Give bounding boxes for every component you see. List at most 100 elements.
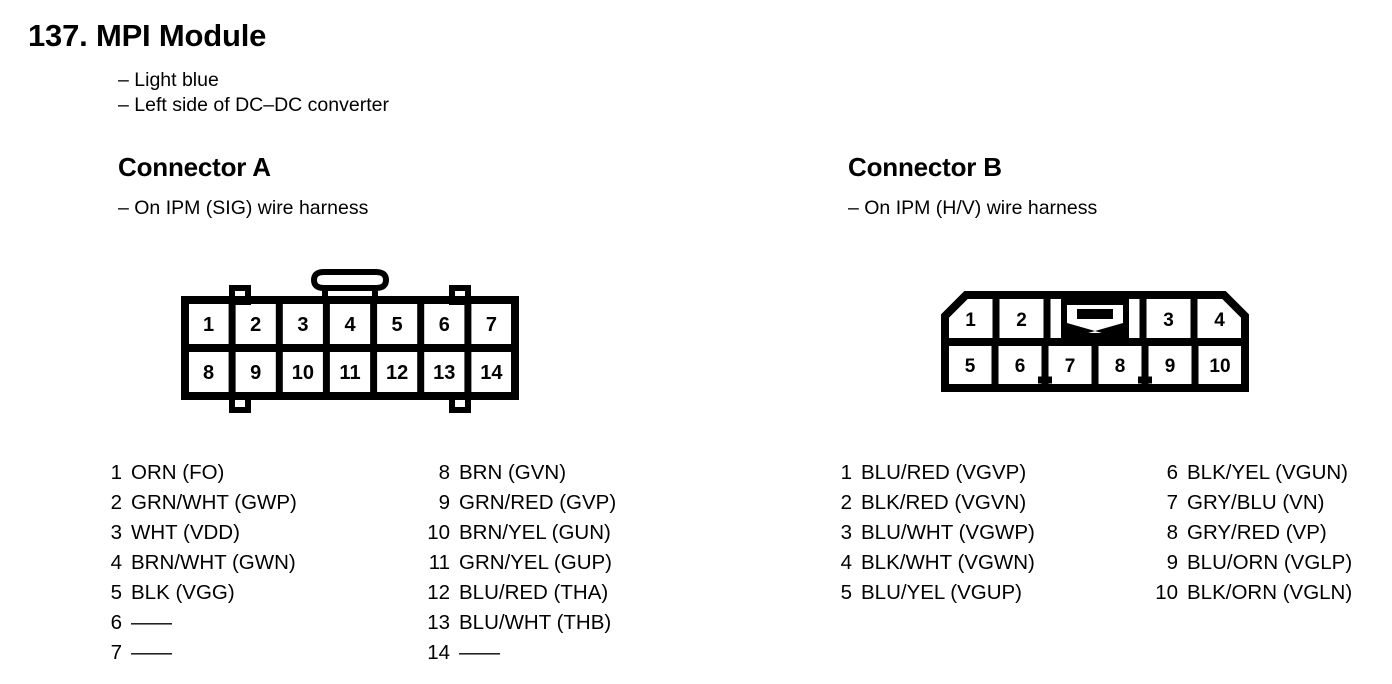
pin-description: BLK (VGG) — [131, 581, 235, 604]
pin-list-item: 12 BLU/RED (THA) — [420, 578, 616, 608]
connector-a-pinlist-left: 1 ORN (FO) 2 GRN/WHT (GWP) 3 WHT (VDD) 4 BRN… — [92, 458, 297, 668]
pin-number: 1 — [840, 461, 852, 484]
page-note-line: – Left side of DC–DC converter — [118, 94, 389, 116]
connector-a-heading-block: Connector A – On IPM (SIG) wire harness — [118, 152, 368, 220]
pin-cell-4: 4 — [344, 314, 356, 336]
connector-b-diagram: 1 2 3 4 5 6 7 8 9 10 — [940, 290, 1250, 398]
pin-description: GRN/YEL (GUP) — [459, 551, 613, 574]
pin-cell-1: 1 — [965, 310, 976, 331]
pin-number: 14 — [427, 641, 450, 664]
pin-cell-4: 4 — [1214, 310, 1225, 331]
pin-cell-7: 7 — [486, 314, 497, 336]
pin-cell-13: 13 — [433, 362, 455, 384]
page-title: 137. MPI Module — [28, 18, 267, 53]
pin-description: BLK/WHT (VGWN) — [861, 551, 1035, 574]
connector-b-heading-block: Connector B – On IPM (H/V) wire harness — [848, 152, 1097, 220]
pin-cell-6: 6 — [439, 314, 450, 336]
pin-list-item: 4 BLK/WHT (VGWN) — [822, 548, 1035, 578]
pin-cell-14: 14 — [480, 362, 503, 384]
pin-number: 9 — [1166, 551, 1178, 574]
pin-list-item: 14—— — [420, 638, 616, 668]
pin-description: BLK/RED (VGVN) — [861, 491, 1027, 514]
pin-description: BLK/YEL (VGUN) — [1187, 461, 1349, 484]
latch-outline — [310, 269, 390, 291]
pin-number: 1 — [110, 461, 122, 484]
pin-cell-10: 10 — [292, 362, 314, 384]
pin-cell-8: 8 — [203, 362, 214, 384]
pin-list-item: 9 GRN/RED (GVP) — [420, 488, 617, 518]
pin-list-item: 5 BLU/YEL (VGUP) — [822, 578, 1035, 608]
pin-description: BRN/WHT (GWN) — [131, 551, 296, 574]
pin-cell-12: 12 — [386, 362, 408, 384]
pin-list-item: 4 BRN/WHT (GWN) — [92, 548, 297, 578]
body-outline — [941, 291, 1249, 392]
pin-cell-10: 10 — [1209, 356, 1230, 377]
page-notes: – Light blue – Left side of DC–DC conver… — [118, 68, 389, 118]
connector-b-title: Connector B — [848, 152, 1002, 182]
pin-number: 10 — [1155, 581, 1178, 604]
pin-cell-3: 3 — [297, 314, 308, 336]
pin-cell-8: 8 — [1115, 356, 1126, 377]
pin-number: 6 — [1166, 461, 1178, 484]
pin-description: BLU/YEL (VGUP) — [861, 581, 1023, 604]
pin-cell-5: 5 — [965, 356, 976, 377]
pin-description: BLU/WHT (VGWP) — [861, 521, 1035, 544]
pin-description: BLU/WHT (THB) — [459, 611, 612, 634]
pin-description: GRN/WHT (GWP) — [131, 491, 297, 514]
pin-list-item: 1 ORN (FO) — [92, 458, 297, 488]
pin-cell-2: 2 — [1016, 310, 1027, 331]
pin-number: 9 — [438, 491, 450, 514]
connector-a-diagram: 1 2 3 4 5 6 7 8 9 10 11 12 13 14 — [180, 262, 540, 414]
pin-list-item: 7 GRY/BLU (VN) — [1148, 488, 1352, 518]
bottom-left-tab — [229, 393, 251, 413]
pin-number: 7 — [1166, 491, 1178, 514]
pin-list-item: 2 BLK/RED (VGVN) — [822, 488, 1035, 518]
pin-cell-1: 1 — [203, 314, 214, 336]
pin-list-item: 11 GRN/YEL (GUP) — [420, 548, 616, 578]
pin-number: 12 — [427, 581, 450, 604]
bottom-right-tab — [449, 393, 471, 413]
pin-cell-5: 5 — [392, 314, 403, 336]
connector-a-title: Connector A — [118, 152, 271, 182]
pin-description: BLU/RED (THA) — [459, 581, 609, 604]
pin-description: GRN/RED (GVP) — [459, 491, 617, 514]
pin-description: BLU/ORN (VGLP) — [1187, 551, 1353, 574]
pin-number: 5 — [840, 581, 852, 604]
pin-number: 8 — [1166, 521, 1178, 544]
pin-number: 4 — [110, 551, 122, 574]
pin-number: 3 — [110, 521, 122, 544]
pin-number: 7 — [110, 641, 122, 664]
pin-number: 4 — [840, 551, 852, 574]
pin-number: 2 — [110, 491, 122, 514]
pin-list-item: 7—— — [92, 638, 297, 668]
pin-number: 6 — [110, 611, 122, 634]
pin-description: BLU/RED (VGVP) — [861, 461, 1027, 484]
pin-number: 8 — [438, 461, 450, 484]
pin-cell-2: 2 — [250, 314, 261, 336]
pin-description: BRN/YEL (GUN) — [459, 521, 611, 544]
connector-b-note: – On IPM (H/V) wire harness — [848, 197, 1098, 219]
connector-a-note: – On IPM (SIG) wire harness — [118, 197, 369, 219]
pin-description: BLK/ORN (VGLN) — [1187, 581, 1353, 604]
pin-cell-3: 3 — [1163, 310, 1174, 331]
pin-number: 5 — [110, 581, 122, 604]
pin-cell-7: 7 — [1065, 356, 1076, 377]
pin-description: GRY/BLU (VN) — [1187, 491, 1325, 514]
pin-list-item: 10 BLK/ORN (VGLN) — [1148, 578, 1352, 608]
pin-number: 10 — [427, 521, 450, 544]
pin-description: WHT (VDD) — [131, 521, 240, 544]
pin-list-item: 6—— — [92, 608, 297, 638]
pin-description: ORN (FO) — [131, 461, 225, 484]
pin-list-item: 2 GRN/WHT (GWP) — [92, 488, 297, 518]
pin-list-item: 10 BRN/YEL (GUN) — [420, 518, 616, 548]
pin-number: 2 — [840, 491, 852, 514]
pin-cell-6: 6 — [1015, 356, 1026, 377]
pin-number: 11 — [428, 551, 450, 574]
pin-list-item: 6 BLK/YEL (VGUN) — [1148, 458, 1352, 488]
